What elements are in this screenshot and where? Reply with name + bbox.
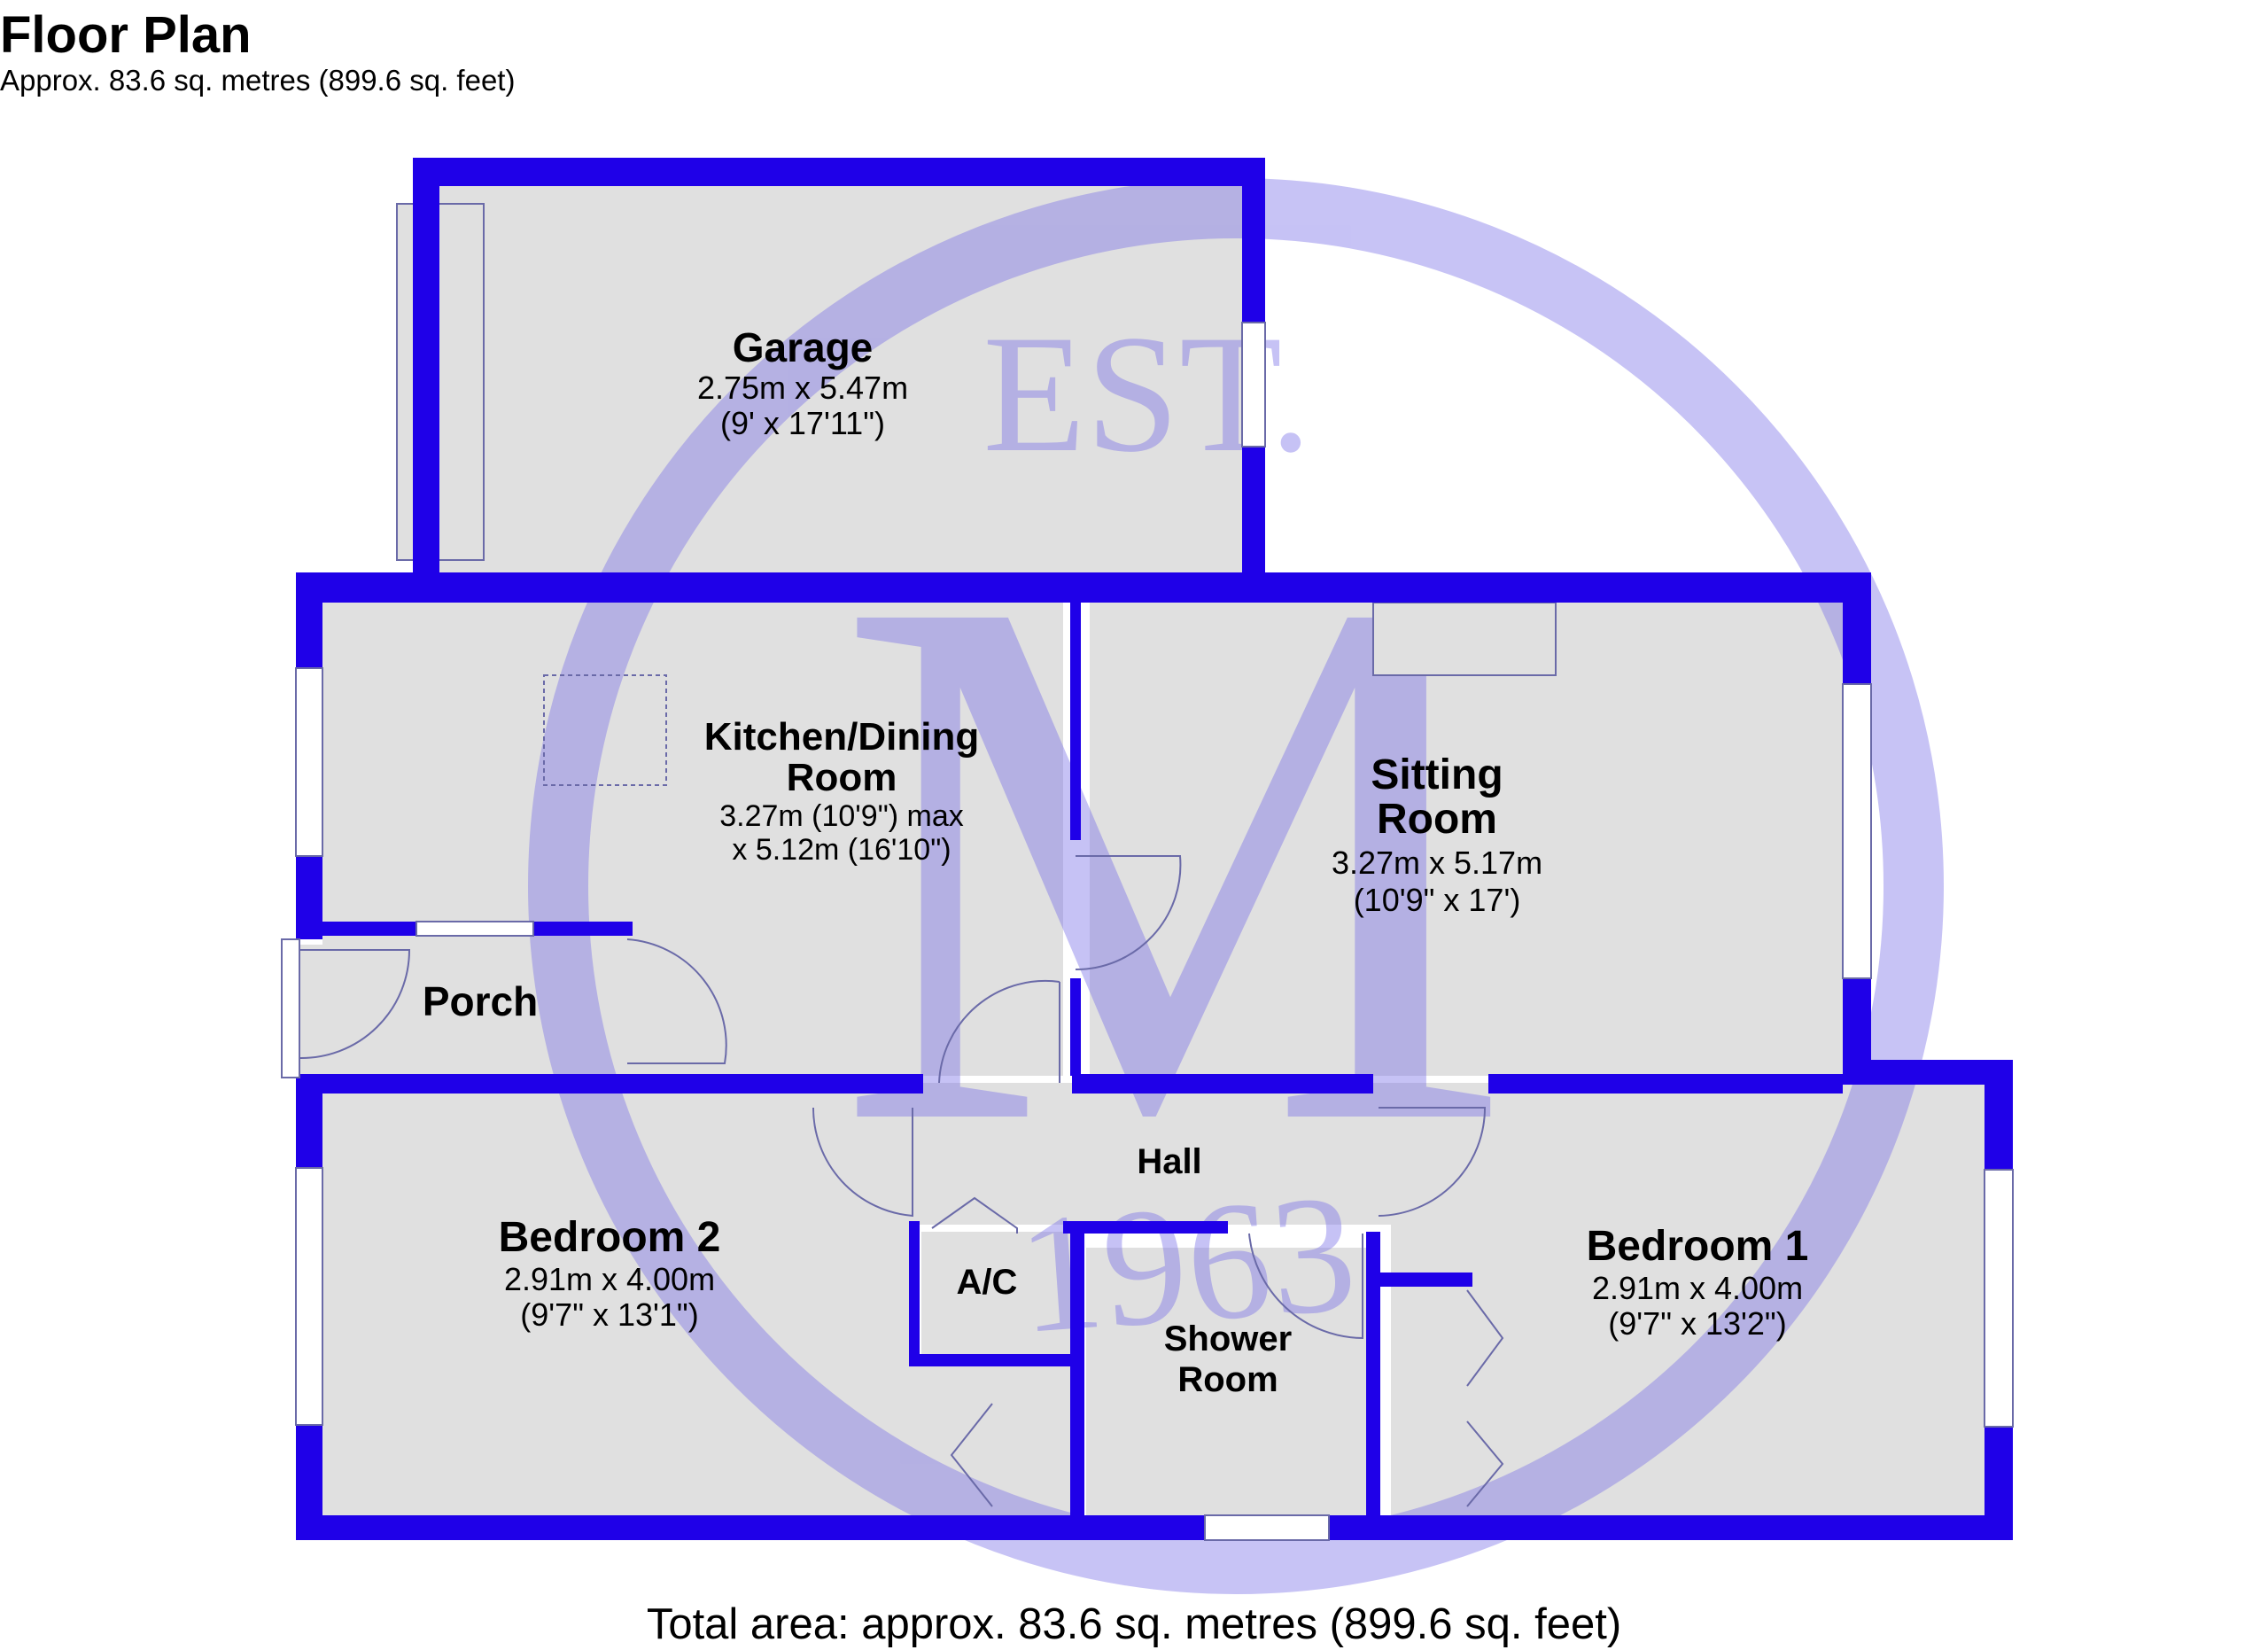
kitchen-hob <box>543 674 667 786</box>
door-swing-hall-kitchen <box>938 979 1060 1084</box>
total-area: Total area: approx. 83.6 sq. metres (899… <box>646 1600 1622 1648</box>
window-bedroom1-right <box>1984 1169 2014 1428</box>
window-sitting-right <box>1842 683 1872 979</box>
door-swing-bedroom1 <box>1378 1107 1487 1217</box>
wall-garage-left <box>413 158 439 588</box>
watermark-ring <box>528 178 1944 1594</box>
wall-mid-right <box>1072 1074 1373 1094</box>
window-bedroom2-left <box>295 1167 323 1426</box>
wall-shower-right <box>1366 1232 1380 1515</box>
ac-name: A/C <box>957 1263 1018 1302</box>
room-floors <box>282 186 2006 1515</box>
ac-double-door <box>931 1196 1018 1234</box>
ac-floor <box>921 1232 1072 1356</box>
wall-bottom-left <box>296 1515 1205 1540</box>
walls <box>296 158 2013 1540</box>
door-swing-porch <box>626 938 727 1064</box>
garage-name: Garage <box>733 324 874 370</box>
wall-garage-right-upper <box>1242 158 1265 323</box>
sitting-name-line1: Sitting <box>1371 751 1503 798</box>
kitchen-dim-line1: 3.27m (10'9") max <box>719 799 964 833</box>
door-swing-front <box>299 949 411 1060</box>
bedroom1-name: Bedroom 1 <box>1587 1223 1809 1270</box>
porch-front-door <box>281 938 300 1078</box>
bedroom2-dim-imperial: (9'7" x 13'1") <box>520 1296 698 1333</box>
windows <box>281 322 2014 1541</box>
wall-porch-top-right <box>533 922 633 936</box>
window-porch-top <box>416 921 534 937</box>
garage-floor <box>434 186 1242 588</box>
bedroom1-floor <box>1391 1099 1984 1515</box>
wall-shower-left <box>1070 1221 1084 1515</box>
wall-ac-left <box>909 1221 920 1366</box>
door-swings <box>299 855 1504 1507</box>
page-subtitle: Approx. 83.6 sq. metres (899.6 sq. feet) <box>0 64 516 97</box>
porch-name: Porch <box>423 978 538 1024</box>
wall-bedroom2-left-upper <box>296 1074 322 1168</box>
door-swing-bedroom2 <box>812 1107 913 1218</box>
porch-floor <box>282 945 636 1078</box>
sitting-name-line2: Room <box>1377 796 1497 843</box>
wall-kitchen-left-upper <box>296 572 322 668</box>
kitchen-name-line2: Room <box>787 756 897 799</box>
wall-bedroom1-right-upper <box>1984 1060 2013 1170</box>
kitchen-name-line1: Kitchen/Dining <box>704 715 979 759</box>
bedroom1-dim-metric: 2.91m x 4.00m <box>1592 1270 1803 1306</box>
wall-bedroom1-closet <box>1379 1273 1472 1287</box>
wall-sitting-right-upper <box>1843 572 1871 684</box>
window-kitchen-left <box>295 667 323 857</box>
garage-dim-metric: 2.75m x 5.47m <box>697 370 908 406</box>
fixtures <box>396 203 1557 786</box>
shower-room-floor <box>1086 1248 1379 1515</box>
wall-shower-top <box>1063 1221 1228 1234</box>
bedroom2-lower-floor <box>322 1356 1076 1515</box>
sitting-dim-line1: 3.27m x 5.17m <box>1332 844 1542 881</box>
wall-mid-left <box>296 1074 923 1094</box>
page-title: Floor Plan <box>0 6 252 64</box>
door-swing-shower <box>1248 1233 1363 1340</box>
bedroom1-dim-imperial: (9'7" x 13'2") <box>1608 1305 1786 1342</box>
sitting-room-fireplace <box>1372 602 1557 676</box>
sitting-room-floor <box>1090 603 1843 1076</box>
wall-bottom-right <box>1329 1515 2013 1540</box>
wall-kitchen-sitting-upper <box>1070 603 1081 840</box>
wall-mid-far-right <box>1488 1074 1843 1094</box>
watermark: EST. M 1963 <box>528 178 1944 1594</box>
window-garage-right <box>1241 322 1266 448</box>
bedroom1-bifold-door-lower <box>1466 1420 1504 1507</box>
wall-bedroom1-top <box>1843 1060 1995 1085</box>
wall-kitchen-top <box>296 572 1068 603</box>
wall-sitting-top <box>1060 572 1871 603</box>
wall-porch-top-left <box>296 922 416 936</box>
garage-workbench <box>396 203 485 561</box>
sitting-dim-line2: (10'9" x 17') <box>1354 882 1521 918</box>
wall-kitchen-sitting-lower <box>1070 978 1081 1076</box>
wall-garage-top <box>413 158 1265 186</box>
wall-ac-bottom <box>909 1354 1083 1366</box>
room-labels: Garage 2.75m x 5.47m (9' x 17'11") Kitch… <box>423 324 1809 1399</box>
garage-dim-imperial: (9' x 17'11") <box>720 405 885 441</box>
door-swing-kitchen-sitting <box>1075 855 1182 971</box>
shower-name-line2: Room <box>1177 1360 1278 1399</box>
bedroom2-name: Bedroom 2 <box>499 1214 721 1261</box>
window-shower-bottom <box>1204 1514 1330 1541</box>
bedroom2-bifold-door <box>950 1403 993 1507</box>
shower-name-line1: Shower <box>1164 1319 1292 1358</box>
kitchen-dim-line2: x 5.12m (16'10") <box>732 833 951 867</box>
hall-name: Hall <box>1137 1142 1201 1181</box>
bedroom1-bifold-door-upper <box>1466 1289 1504 1387</box>
bedroom2-dim-metric: 2.91m x 4.00m <box>504 1261 715 1297</box>
